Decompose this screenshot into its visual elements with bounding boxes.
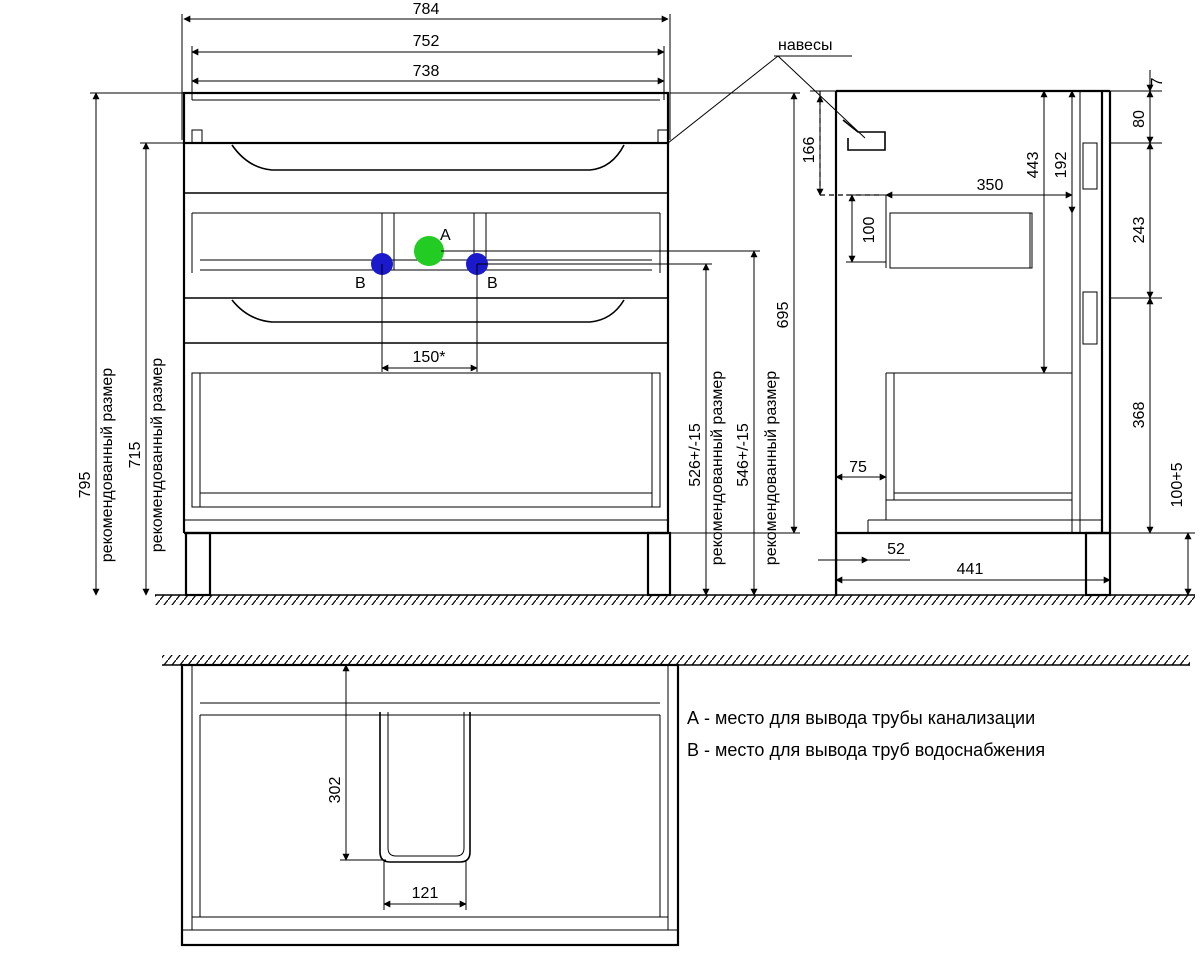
dim-7: 7 — [1149, 77, 1166, 86]
dim-443: 443 — [1025, 152, 1042, 179]
label-recommended-715: рекомендованный размер — [149, 358, 166, 552]
side-dimensions: 166 443 192 350 100 7 80 243 368 100+5 7… — [801, 70, 1195, 596]
label-point-a: А — [440, 227, 451, 244]
dim-150: 150* — [413, 349, 446, 366]
label-point-b-left: В — [355, 275, 366, 292]
top-view-dimensions: 302 121 — [327, 664, 467, 910]
top-view — [162, 655, 1190, 947]
dim-75: 75 — [849, 459, 867, 476]
front-width-dimensions: 784 752 738 — [181, 1, 671, 140]
dim-695: 695 — [775, 302, 792, 329]
dim-52: 52 — [887, 541, 905, 558]
front-view — [182, 91, 672, 597]
dim-752: 752 — [413, 33, 440, 50]
label-recommended-795: рекомендованный размер — [99, 368, 116, 562]
dim-100p5: 100+5 — [1169, 462, 1186, 507]
floor-line — [155, 594, 1195, 605]
label-recommended-546: рекомендованный размер — [763, 371, 780, 565]
dim-80: 80 — [1131, 110, 1148, 128]
dim-243: 243 — [1131, 217, 1148, 244]
dim-546: 546+/-15 — [735, 423, 752, 487]
label-point-b-right: В — [487, 275, 498, 292]
dim-121: 121 — [412, 885, 439, 902]
label-recommended-526: рекомендованный размер — [709, 371, 726, 565]
drain-outlet-a — [414, 236, 444, 266]
dim-302: 302 — [327, 777, 344, 804]
dim-100: 100 — [861, 217, 878, 244]
dim-166: 166 — [801, 137, 818, 164]
dim-795: 795 — [77, 472, 94, 499]
dim-368: 368 — [1131, 402, 1148, 429]
pipe-spacing-dimension: 150* — [381, 264, 478, 372]
legend-b: В - место для вывода труб водоснабжения — [687, 740, 1045, 760]
legend-a: А - место для вывода трубы канализации — [687, 708, 1035, 728]
dim-738: 738 — [413, 63, 440, 80]
front-right-height-dimensions: 695 526+/-15 рекомендованный размер 546+… — [441, 92, 800, 596]
legend: А - место для вывода трубы канализации В… — [687, 708, 1045, 760]
dim-784: 784 — [413, 1, 440, 18]
dim-192: 192 — [1053, 152, 1070, 179]
dim-526: 526+/-15 — [687, 423, 704, 487]
dim-441: 441 — [957, 561, 984, 578]
label-hinges: навесы — [778, 37, 832, 54]
dim-350: 350 — [977, 177, 1004, 194]
dim-715: 715 — [127, 442, 144, 469]
front-left-height-dimensions: 795 рекомендованный размер 715 рекомендо… — [77, 92, 184, 596]
